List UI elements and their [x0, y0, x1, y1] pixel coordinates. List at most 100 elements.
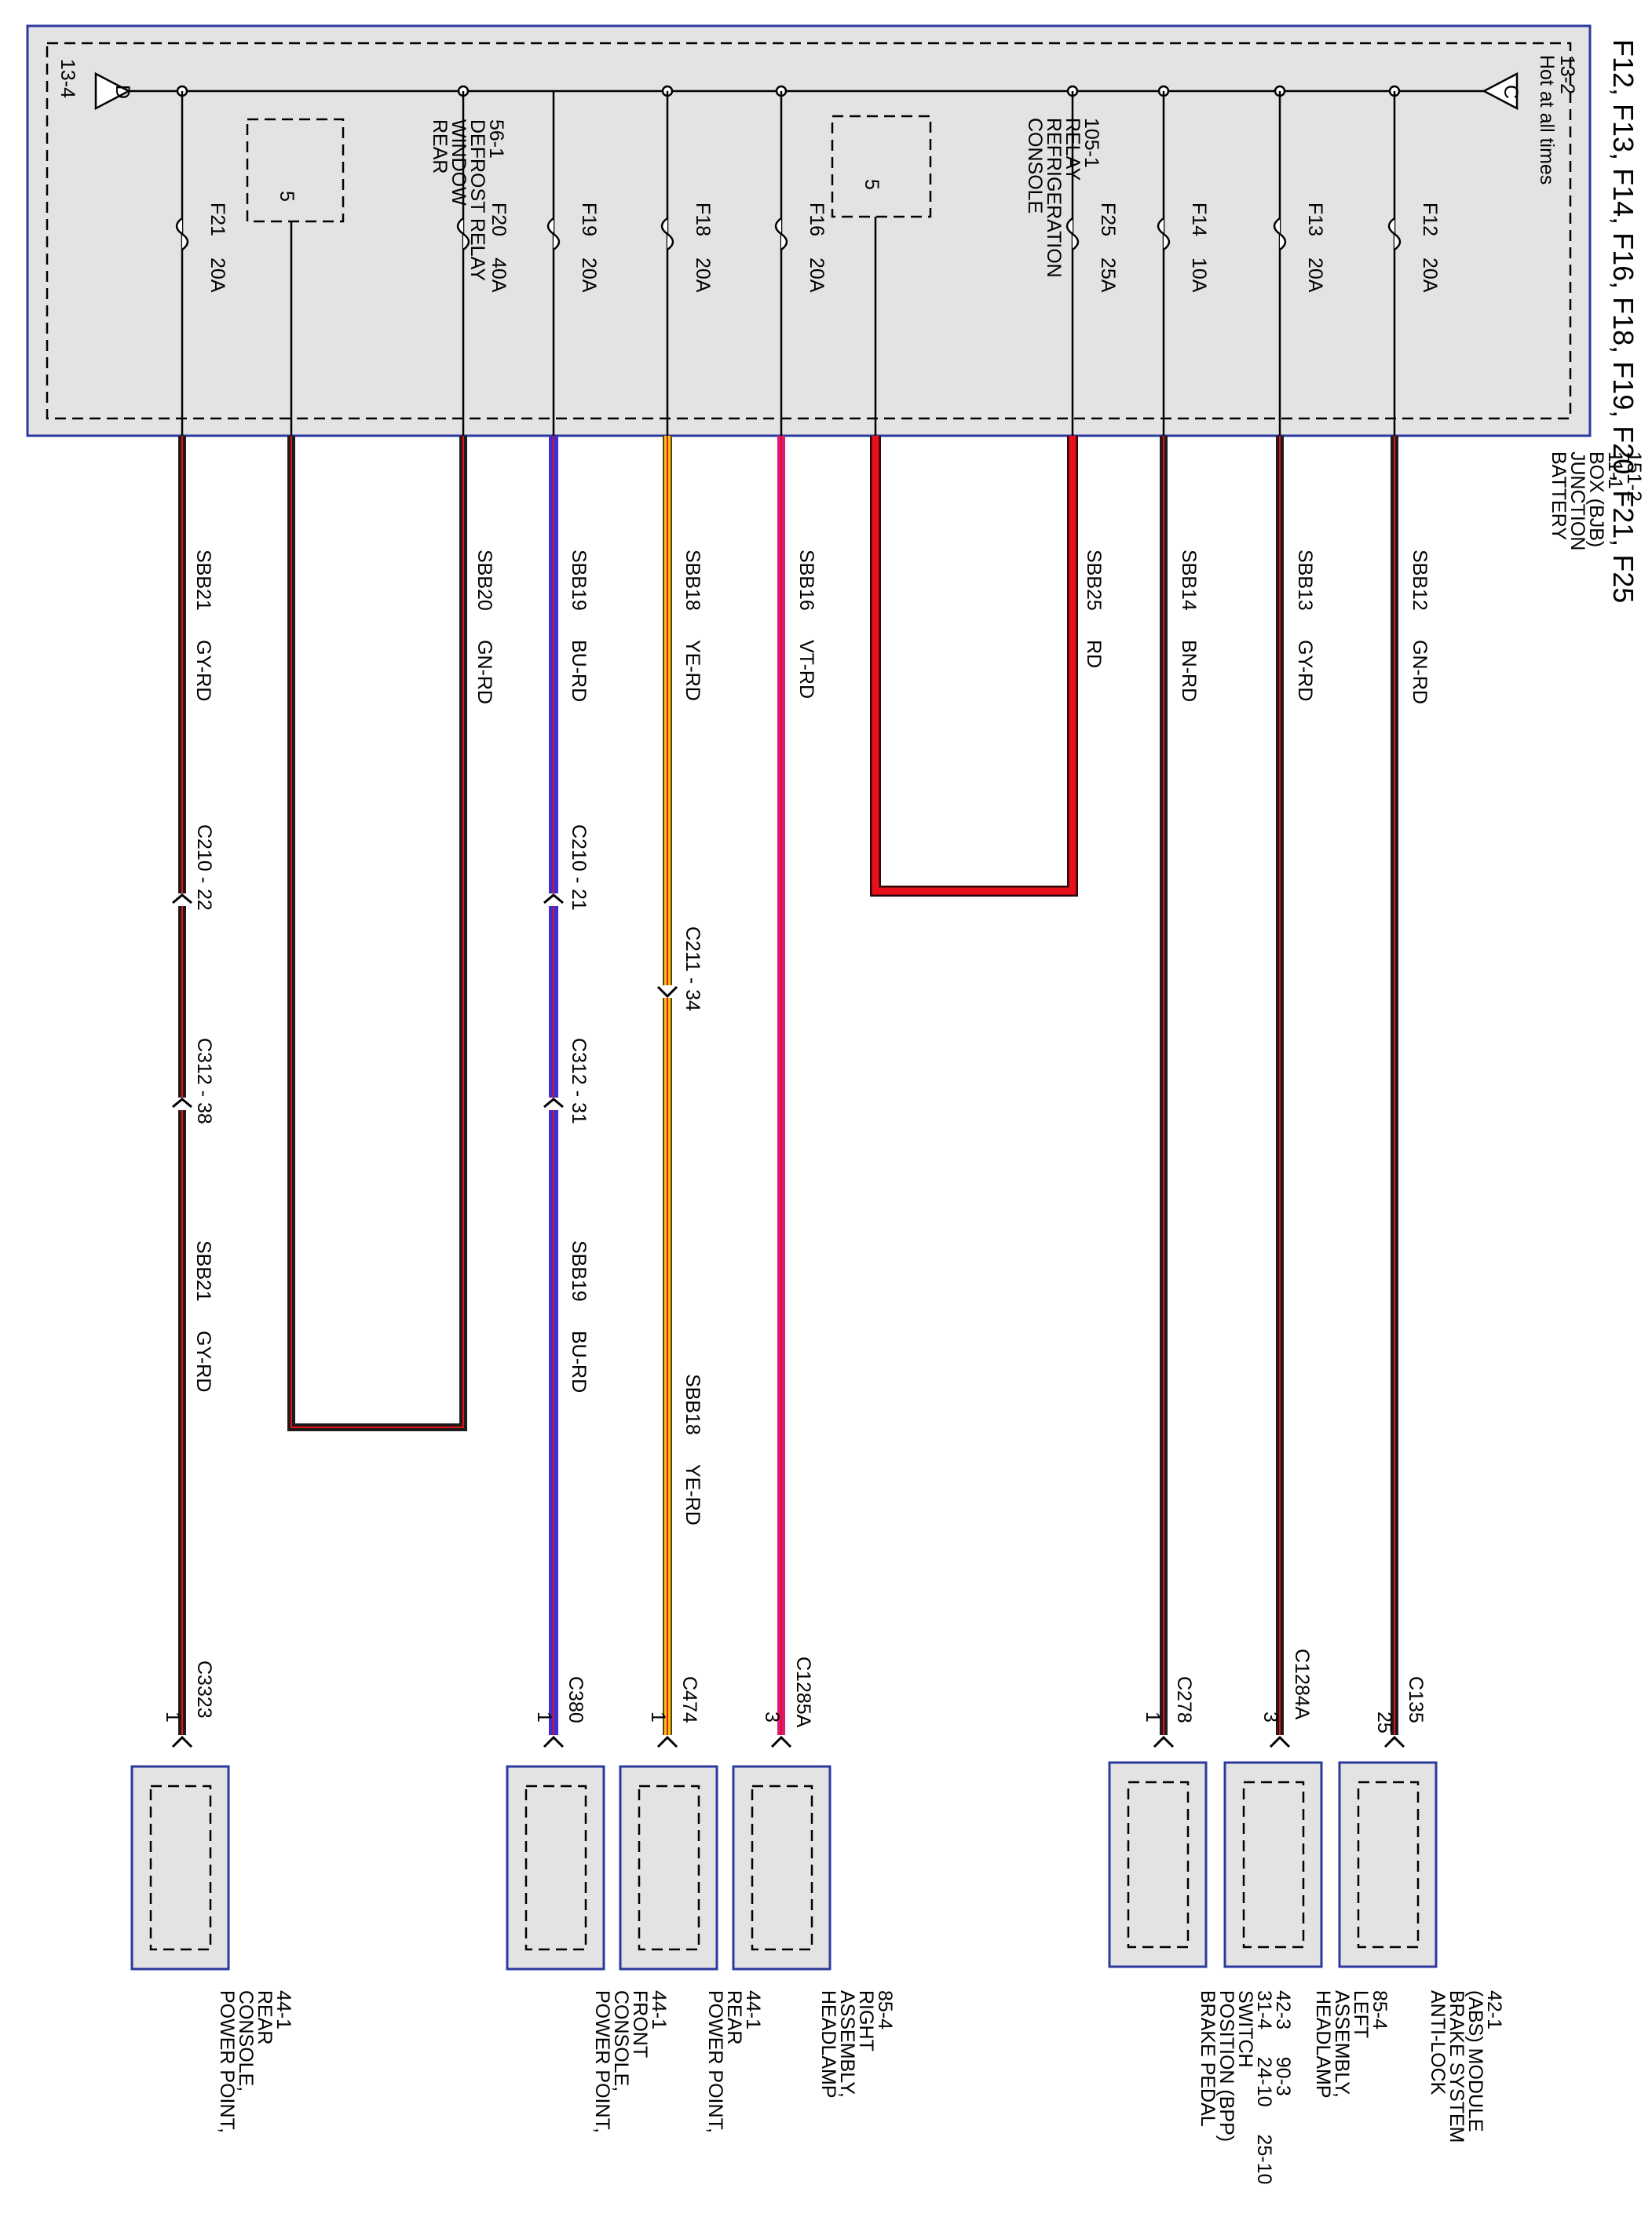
svg-text:SBB25: SBB25	[1083, 550, 1105, 611]
svg-text:20A: 20A	[578, 258, 600, 293]
svg-text:44-1: 44-1	[272, 1990, 294, 2030]
svg-text:POWER POINT,: POWER POINT,	[216, 1990, 238, 2133]
svg-text:44-1: 44-1	[648, 1990, 670, 2030]
console-relay-pin: 5	[861, 179, 883, 190]
svg-text:1: 1	[162, 1712, 184, 1723]
svg-text:SBB20: SBB20	[473, 550, 495, 611]
component-abs-module: C135 25 ANTI-LOCK BRAKE SYSTEM (ABS) MOD…	[1338, 1676, 1505, 2143]
svg-text:REAR: REAR	[254, 1990, 276, 2044]
svg-text:(ABS) MODULE: (ABS) MODULE	[1464, 1990, 1486, 2132]
inline-connector-c211-34: C211 - 34	[656, 926, 704, 1011]
svg-text:40A: 40A	[488, 258, 510, 293]
svg-text:C210 - 22: C210 - 22	[193, 824, 215, 911]
svg-text:44-1: 44-1	[742, 1990, 764, 2030]
svg-text:CONSOLE: CONSOLE	[1024, 118, 1046, 214]
svg-text:C312 - 38: C312 - 38	[193, 1038, 215, 1124]
svg-text:C1284A: C1284A	[1291, 1649, 1313, 1720]
svg-text:F19: F19	[578, 203, 600, 236]
svg-text:F13: F13	[1304, 203, 1326, 236]
svg-text:GY-RD: GY-RD	[1294, 640, 1316, 701]
component-headlamp-right: C1285A 3 HEADLAMP ASSEMBLY, RIGHT 85-4	[732, 1657, 896, 2099]
svg-text:SBB21: SBB21	[192, 1240, 214, 1302]
fuse-f19: F19 20A	[546, 91, 600, 436]
svg-text:BATTERY: BATTERY	[1548, 451, 1570, 540]
svg-text:SWITCH: SWITCH	[1234, 1990, 1256, 2068]
inline-connector-c210-21: C210 - 21	[543, 824, 590, 911]
pin-label: 25	[1373, 1712, 1395, 1734]
bus-left-ref: 13-4	[57, 59, 79, 98]
svg-text:ANTI-LOCK: ANTI-LOCK	[1427, 1990, 1449, 2095]
inline-connector-c312-31: C312 - 31	[543, 1038, 590, 1124]
defrost-relay-label: REAR WINDOW DEFROST RELAY 56-1	[429, 119, 507, 281]
svg-text:YE-RD: YE-RD	[682, 640, 704, 701]
bus-terminal-d-letter: D	[111, 85, 133, 99]
svg-text:BOX (BJB): BOX (BJB)	[1585, 451, 1607, 547]
svg-text:42-1: 42-1	[1483, 1990, 1505, 2030]
fuse-f18: F18 20A	[660, 91, 714, 436]
svg-text:GY-RD: GY-RD	[192, 1331, 214, 1392]
bus-terminal-d-icon	[94, 71, 131, 111]
svg-text:REAR: REAR	[723, 1990, 745, 2044]
svg-text:SBB14: SBB14	[1178, 550, 1200, 611]
svg-text:20A: 20A	[692, 258, 714, 293]
svg-text:HEADLAMP: HEADLAMP	[1312, 1990, 1334, 2099]
svg-text:LEFT: LEFT	[1350, 1990, 1372, 2038]
svg-text:20A: 20A	[806, 258, 828, 293]
svg-text:42-3 90-3: 42-3 90-3	[1272, 1990, 1294, 2096]
inline-connector-c312-38: C312 - 38	[172, 1038, 215, 1124]
wire-sbb12	[1391, 436, 1398, 1735]
svg-text:GN-RD: GN-RD	[1409, 640, 1431, 704]
svg-text:POWER POINT,: POWER POINT,	[591, 1990, 613, 2133]
svg-text:C3323: C3323	[193, 1660, 215, 1719]
bus-terminal-c-icon	[1482, 71, 1519, 111]
svg-text:10A: 10A	[1188, 258, 1210, 293]
svg-text:SBB19: SBB19	[568, 1240, 590, 1302]
svg-text:CONSOLE,: CONSOLE,	[235, 1990, 257, 2092]
wire-sbb25	[870, 436, 1078, 897]
wire-sbb19	[549, 436, 558, 1735]
svg-text:RD: RD	[1083, 640, 1105, 668]
svg-text:GN-RD: GN-RD	[473, 640, 495, 704]
svg-text:CONSOLE,: CONSOLE,	[610, 1990, 632, 2092]
svg-text:20A: 20A	[206, 258, 228, 293]
defrost-relay-pin: 5	[276, 191, 298, 202]
svg-text:F18: F18	[692, 203, 714, 236]
component-power-point-console-front: C380 1 POWER POINT, CONSOLE, FRONT 44-1	[506, 1676, 670, 2133]
component-bpp-switch: C278 1 BRAKE PEDAL POSITION (BPP) SWITCH…	[1108, 1676, 1294, 2184]
page-title: F12, F13, F14, F16, F18, F19, F20, F21, …	[1607, 39, 1639, 603]
wire-sbb13	[1276, 436, 1284, 1735]
svg-text:SBB21: SBB21	[192, 550, 214, 611]
component-headlamp-left: C1284A 3 HEADLAMP ASSEMBLY, LEFT 85-4	[1223, 1649, 1391, 2099]
svg-text:F25: F25	[1097, 203, 1119, 236]
hot-at-all-times-label: Hot at all times 13-2	[1536, 55, 1578, 184]
svg-text:SBB12: SBB12	[1409, 550, 1431, 611]
svg-text:POSITION (BPP): POSITION (BPP)	[1215, 1990, 1237, 2142]
svg-text:SBB16: SBB16	[795, 550, 817, 611]
svg-text:WINDOW: WINDOW	[448, 119, 470, 206]
svg-text:C380: C380	[565, 1676, 587, 1723]
svg-text:11-1: 11-1	[1604, 451, 1626, 489]
fuse-rating: 20A	[1419, 258, 1441, 293]
svg-text:JUNCTION: JUNCTION	[1566, 451, 1588, 550]
svg-text:Hot at all times: Hot at all times	[1536, 55, 1558, 184]
wire-sbb16	[777, 436, 785, 1735]
svg-text:RIGHT: RIGHT	[855, 1990, 877, 2051]
bjb-box	[26, 24, 1592, 437]
svg-text:85-4: 85-4	[1369, 1990, 1391, 2030]
wire-sbb21	[178, 436, 186, 1735]
connector-label: C135	[1405, 1676, 1427, 1723]
svg-text:C211 - 34: C211 - 34	[682, 926, 704, 1011]
